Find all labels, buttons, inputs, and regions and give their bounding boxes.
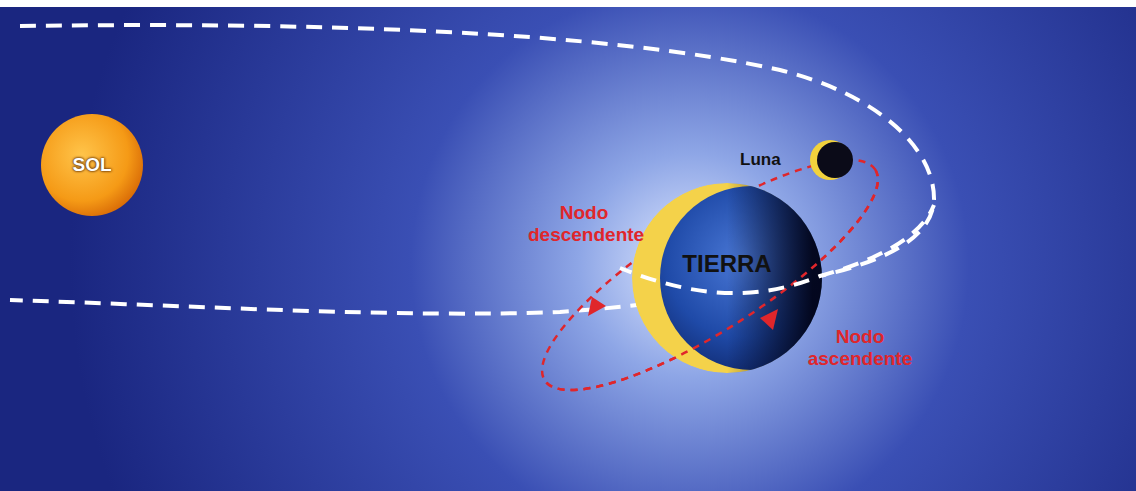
sun-label: SOL [72,154,111,176]
moon-label: Luna [740,150,781,170]
orbit-arrow [588,297,606,316]
earth-lit-side [632,183,822,373]
sun [41,114,143,216]
moon-orbit-front [515,123,905,426]
earth-label: TIERRA [682,250,771,278]
sun-circle: SOL [40,113,144,217]
node-label: Nodo descendente [528,202,640,246]
moon-orbit [515,123,905,426]
earth-orbit-front [620,205,934,293]
earth-shadow [632,183,822,373]
earth-circle: TIERRA [632,183,822,373]
orbit-arrow [760,309,778,330]
top-margin [0,0,1136,7]
earth-circle-shape [632,183,822,373]
moon [810,140,853,180]
node-label: Nodo ascendente [790,326,930,370]
moon-node: Luna [740,138,852,182]
